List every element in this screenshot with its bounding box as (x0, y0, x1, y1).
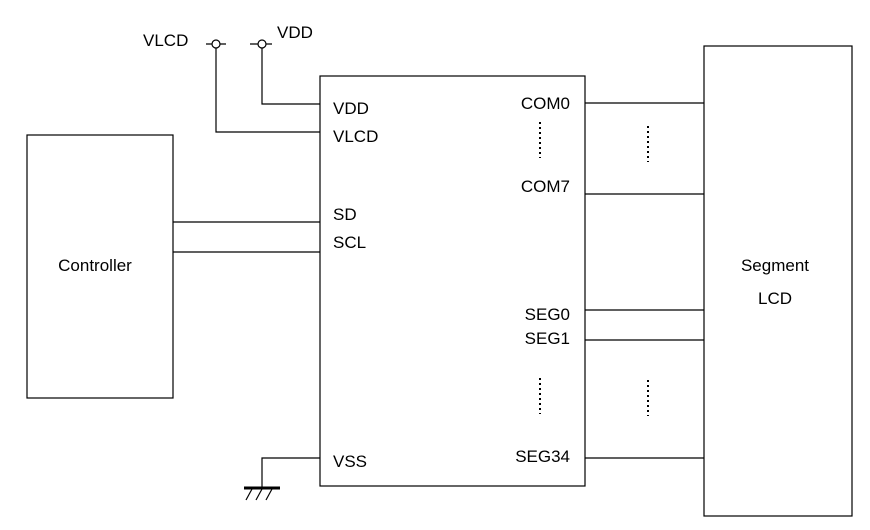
vlcd-wire (215, 48, 320, 133)
vdd-wire (261, 48, 320, 105)
segment-lcd-block (703, 45, 853, 517)
pin-vlcd-label: VLCD (333, 127, 378, 146)
pin-com7-label: COM7 (521, 177, 570, 196)
pin-seg34-label: SEG34 (515, 447, 570, 466)
pin-com0-label: COM0 (521, 94, 570, 113)
pin-seg0-label: SEG0 (525, 305, 570, 324)
controller-label: Controller (58, 256, 132, 275)
vdd-supply-label: VDD (277, 23, 313, 42)
vdd-terminal-node (257, 39, 267, 49)
ground-icon (245, 488, 273, 501)
pin-sd-label: SD (333, 205, 357, 224)
segment-lcd-label-line1: Segment (741, 256, 809, 275)
pin-vss-label: VSS (333, 452, 367, 471)
pin-seg1-label: SEG1 (525, 329, 570, 348)
vlcd-supply-label: VLCD (143, 31, 188, 50)
pin-vdd-label: VDD (333, 99, 369, 118)
driver-ic-block (319, 75, 586, 487)
pin-scl-label: SCL (333, 233, 366, 252)
controller-block (26, 134, 174, 399)
vss-wire (261, 457, 320, 488)
segment-lcd-label-line2: LCD (758, 289, 792, 308)
vlcd-terminal-node (211, 39, 221, 49)
